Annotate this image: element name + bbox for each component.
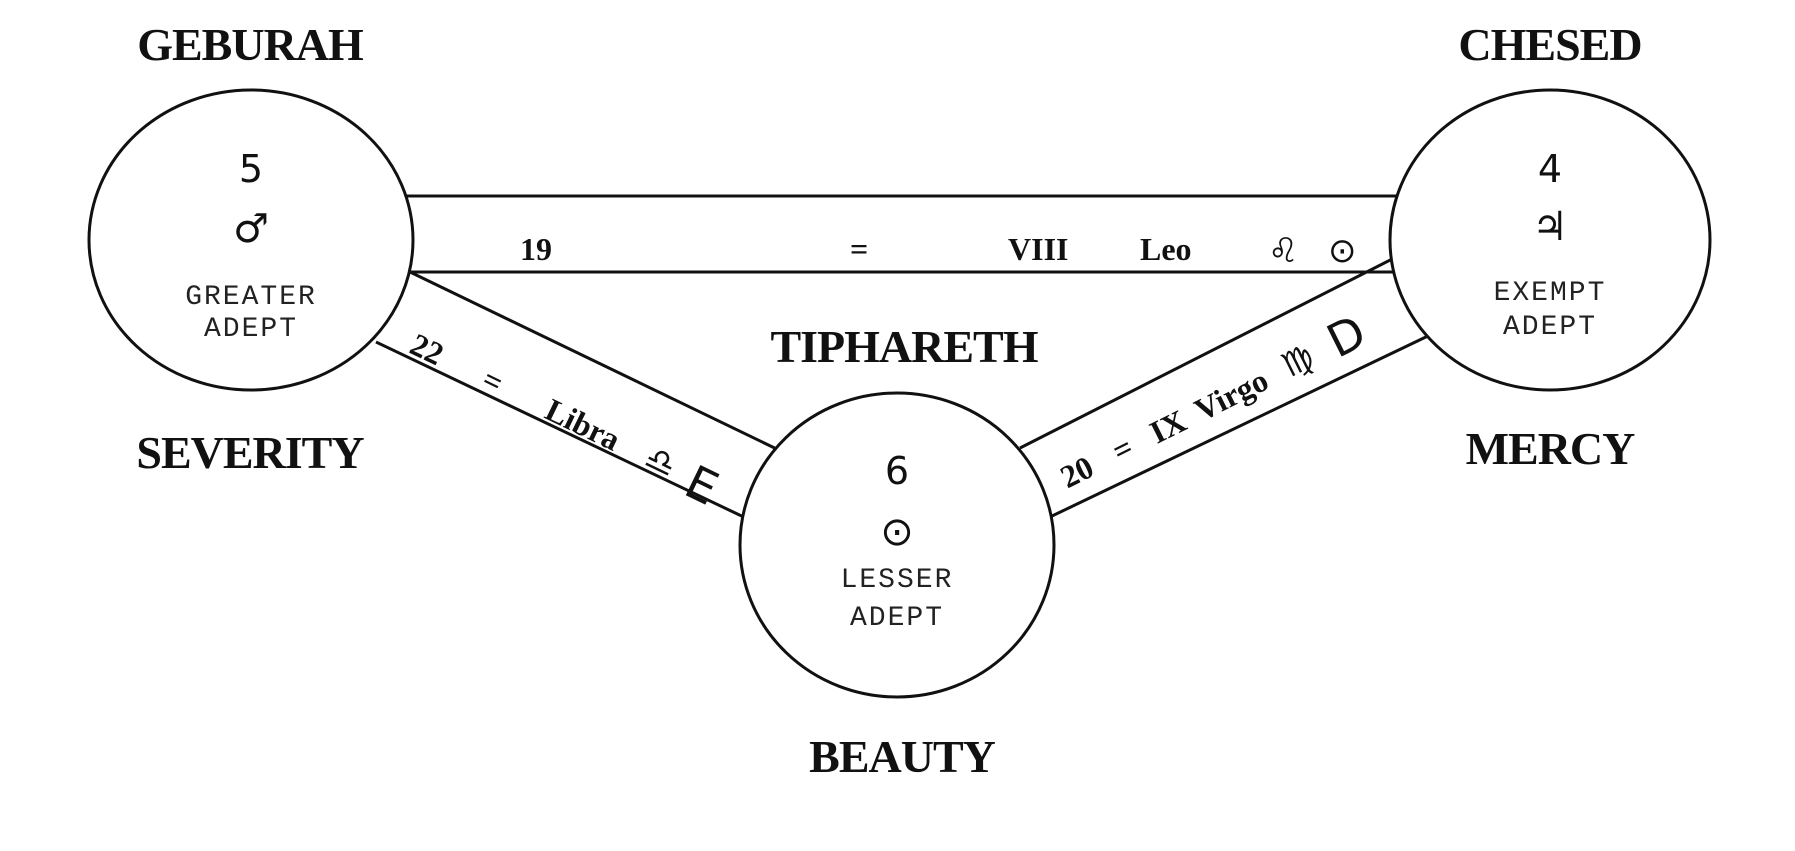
geburah-title: GEBURAH bbox=[137, 19, 364, 70]
chesed-grade-line2: ADEPT bbox=[1503, 312, 1597, 343]
path-20-band bbox=[1019, 253, 1431, 518]
path-19-band bbox=[405, 194, 1398, 274]
path-22-equals: = bbox=[477, 361, 509, 401]
tiphareth-number: 6 bbox=[885, 449, 909, 493]
path-19-label: 19 = VIII Leo ♌ ⊙ bbox=[520, 231, 1357, 271]
chesed-number: 4 bbox=[1538, 147, 1562, 191]
virgo-icon: ♍ bbox=[1275, 337, 1320, 386]
geburah-grade-line1: GREATER bbox=[185, 282, 317, 313]
beauty-title: BEAUTY bbox=[809, 731, 995, 782]
path-20-label: 20 = IX Virgo ♍ D bbox=[1054, 304, 1374, 495]
path-19-sign: Leo bbox=[1140, 231, 1192, 267]
sun-icon: ⊙ bbox=[1328, 231, 1357, 271]
sun-disc-icon: ⊙ bbox=[880, 509, 914, 555]
sephira-tiphareth: 6 ⊙ LESSER ADEPT bbox=[738, 391, 1056, 699]
libra-icon: ♎ bbox=[638, 437, 683, 486]
path-19-number: 19 bbox=[520, 231, 552, 267]
chesed-title: CHESED bbox=[1458, 19, 1641, 70]
mercy-title: MERCY bbox=[1466, 423, 1636, 474]
path-20-equals: = bbox=[1106, 429, 1138, 469]
severity-title: SEVERITY bbox=[136, 427, 364, 478]
path-22-sign: Libra bbox=[540, 391, 626, 457]
leo-icon: ♌ bbox=[1268, 231, 1298, 271]
mars-icon: ♂ bbox=[233, 206, 269, 252]
geburah-number: 5 bbox=[239, 147, 263, 191]
tiphareth-grade-line1: LESSER bbox=[841, 565, 954, 596]
tiphareth-title: TIPHARETH bbox=[770, 321, 1038, 372]
geburah-grade-line2: ADEPT bbox=[204, 314, 298, 345]
sephira-chesed: 4 ♃ EXEMPT ADEPT bbox=[1388, 88, 1712, 392]
chesed-grade-line1: EXEMPT bbox=[1494, 278, 1607, 309]
path-20-trump: IX bbox=[1144, 402, 1192, 450]
jupiter-icon: ♃ bbox=[1532, 204, 1568, 250]
path-22-band bbox=[375, 270, 786, 522]
path-19-trump: VIII bbox=[1008, 231, 1068, 267]
sephira-geburah: 5 ♂ GREATER ADEPT bbox=[87, 88, 415, 392]
path-20-number: 20 bbox=[1054, 449, 1099, 495]
tiphareth-grade-line2: ADEPT bbox=[850, 603, 944, 634]
path-20-sign: Virgo bbox=[1189, 361, 1274, 428]
path-19-equals: = bbox=[850, 231, 868, 267]
path-20-letter: D bbox=[1318, 304, 1374, 368]
path-22-number: 22 bbox=[405, 326, 449, 372]
